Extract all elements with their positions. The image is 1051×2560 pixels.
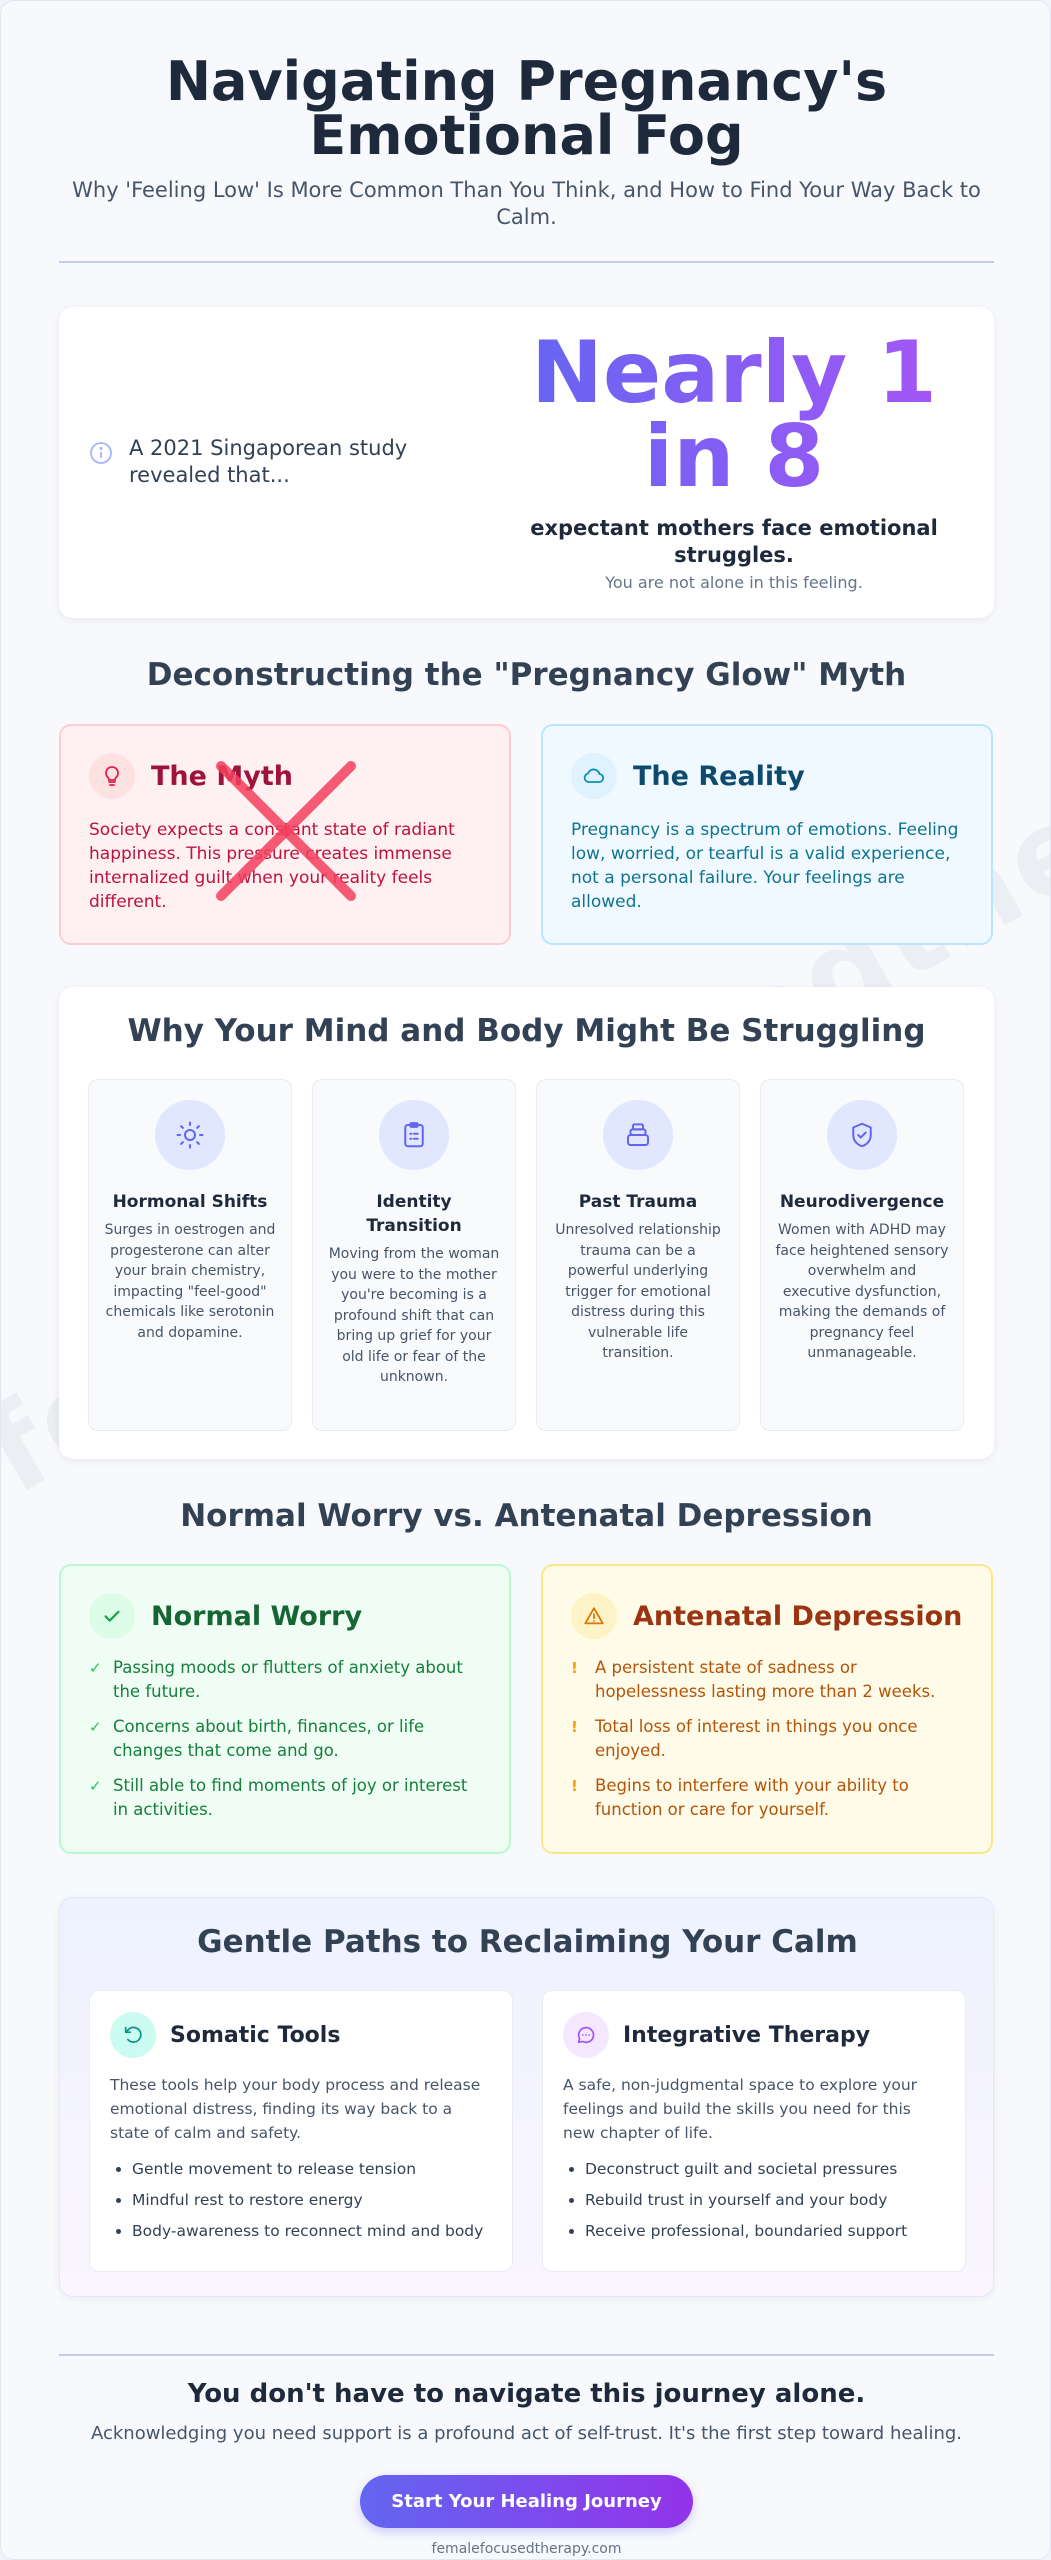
- layers-icon: [603, 1100, 673, 1170]
- list-item: Receive professional, boundaried support: [585, 2219, 945, 2243]
- somatic-tools-card: Somatic Tools These tools help your body…: [89, 1990, 513, 2272]
- list-item: Mindful rest to restore energy: [132, 2188, 492, 2212]
- stat-figure: Nearly 1 in 8: [499, 330, 969, 500]
- somatic-tools-title: Somatic Tools: [170, 2022, 341, 2048]
- list-item: ✓Concerns about birth, finances, or life…: [89, 1717, 425, 1760]
- factor-card-neurodivergence: Neurodivergence Women with ADHD may face…: [760, 1079, 964, 1431]
- reality-text: Pregnancy is a spectrum of emotions. Fee…: [571, 820, 959, 912]
- normal-worry-card: Normal Worry ✓Passing moods or flutters …: [59, 1564, 511, 1854]
- rotate-icon: [110, 2012, 156, 2058]
- start-healing-journey-button[interactable]: Start Your Healing Journey: [360, 2475, 693, 2528]
- header-divider: [59, 261, 994, 263]
- integrative-therapy-list: Deconstruct guilt and societal pressures…: [563, 2157, 945, 2243]
- check-mark-icon: ✓: [89, 1718, 102, 1736]
- info-icon: [90, 442, 112, 464]
- factor-card-trauma: Past Trauma Unresolved relationship trau…: [536, 1079, 740, 1431]
- site-url: femalefocusedtherapy.com: [431, 2541, 622, 2557]
- somatic-tools-list: Gentle movement to release tension Mindf…: [110, 2157, 492, 2243]
- exclamation-icon: !: [571, 1777, 578, 1795]
- stat-intro-block: A 2021 Singaporean study revealed that..…: [89, 435, 479, 489]
- list-item: !A persistent state of sadness or hopele…: [571, 1658, 936, 1701]
- reality-card: The Reality Pregnancy is a spectrum of e…: [541, 724, 993, 945]
- factor-title: Neurodivergence: [779, 1192, 945, 1212]
- stat-description: expectant mothers face emotional struggl…: [530, 516, 938, 567]
- factor-card-identity: Identity Transition Moving from the woma…: [312, 1079, 516, 1431]
- lightbulb-icon: [89, 753, 135, 799]
- factor-title: Hormonal Shifts: [112, 1192, 268, 1212]
- myth-title: The Myth: [151, 760, 293, 792]
- integrative-therapy-text: A safe, non-judgmental space to explore …: [563, 2076, 918, 2142]
- paths-title: Gentle Paths to Reclaiming Your Calm: [197, 1924, 858, 1960]
- somatic-tools-text: These tools help your body process and r…: [110, 2076, 481, 2142]
- cta-title: You don't have to navigate this journey …: [187, 2379, 866, 2409]
- myth-section-title: Deconstructing the "Pregnancy Glow" Myth: [146, 657, 907, 693]
- exclamation-icon: !: [571, 1659, 578, 1677]
- page-subtitle: Why 'Feeling Low' Is More Common Than Yo…: [72, 178, 981, 229]
- check-mark-icon: ✓: [89, 1659, 102, 1677]
- list-item: !Begins to interfere with your ability t…: [571, 1776, 909, 1819]
- paths-section: Gentle Paths to Reclaiming Your Calm Som…: [59, 1897, 994, 2297]
- factor-text: Unresolved relationship trauma can be a …: [555, 1222, 721, 1361]
- integrative-therapy-card: Integrative Therapy A safe, non-judgment…: [542, 1990, 966, 2272]
- warning-icon: [571, 1593, 617, 1639]
- normal-worry-title: Normal Worry: [151, 1600, 363, 1632]
- list-item: Deconstruct guilt and societal pressures: [585, 2157, 945, 2181]
- stat-note: You are not alone in this feeling.: [605, 573, 863, 592]
- integrative-therapy-title: Integrative Therapy: [623, 2022, 871, 2048]
- struggle-section: Why Your Mind and Body Might Be Struggli…: [59, 987, 994, 1459]
- list-item: Body-awareness to reconnect mind and bod…: [132, 2219, 492, 2243]
- factor-text: Women with ADHD may face heightened sens…: [775, 1222, 949, 1361]
- factor-title: Past Trauma: [578, 1192, 698, 1212]
- header: Navigating Pregnancy's Emotional Fog Why…: [59, 1, 994, 263]
- clipboard-icon: [379, 1100, 449, 1170]
- factor-card-hormonal: Hormonal Shifts Surges in oestrogen and …: [88, 1079, 292, 1431]
- stat-card: A 2021 Singaporean study revealed that..…: [59, 307, 994, 618]
- antenatal-depression-title: Antenatal Depression: [633, 1600, 963, 1632]
- normal-worry-list: ✓Passing moods or flutters of anxiety ab…: [89, 1656, 481, 1822]
- list-item: ✓Passing moods or flutters of anxiety ab…: [89, 1658, 463, 1701]
- stat-intro: A 2021 Singaporean study revealed that..…: [129, 436, 408, 487]
- sun-icon: [155, 1100, 225, 1170]
- list-item: ✓Still able to find moments of joy or in…: [89, 1776, 468, 1819]
- shield-check-icon: [827, 1100, 897, 1170]
- factor-title: Identity Transition: [366, 1192, 462, 1236]
- reality-title: The Reality: [633, 760, 805, 792]
- antenatal-depression-list: !A persistent state of sadness or hopele…: [571, 1656, 963, 1822]
- page-title: Navigating Pregnancy's Emotional Fog: [165, 50, 888, 167]
- exclamation-icon: !: [571, 1718, 578, 1736]
- chat-icon: [563, 2012, 609, 2058]
- list-item: Rebuild trust in yourself and your body: [585, 2188, 945, 2212]
- check-icon: [89, 1593, 135, 1639]
- cloud-icon: [571, 753, 617, 799]
- antenatal-depression-card: Antenatal Depression !A persistent state…: [541, 1564, 993, 1854]
- myth-text: Society expects a constant state of radi…: [89, 820, 455, 912]
- stat-highlight: Nearly 1 in 8 expectant mothers face emo…: [499, 330, 969, 592]
- footer-divider: [59, 2354, 994, 2356]
- cta-text: Acknowledging you need support is a prof…: [90, 2423, 963, 2444]
- struggle-title: Why Your Mind and Body Might Be Struggli…: [127, 1013, 926, 1049]
- myth-card: The Myth Society expects a constant stat…: [59, 724, 511, 945]
- factor-text: Surges in oestrogen and progesterone can…: [104, 1222, 276, 1341]
- factor-text: Moving from the woman you were to the mo…: [328, 1246, 500, 1385]
- comparison-title: Normal Worry vs. Antenatal Depression: [180, 1498, 873, 1534]
- list-item: Gentle movement to release tension: [132, 2157, 492, 2181]
- check-mark-icon: ✓: [89, 1777, 102, 1795]
- list-item: !Total loss of interest in things you on…: [571, 1717, 918, 1760]
